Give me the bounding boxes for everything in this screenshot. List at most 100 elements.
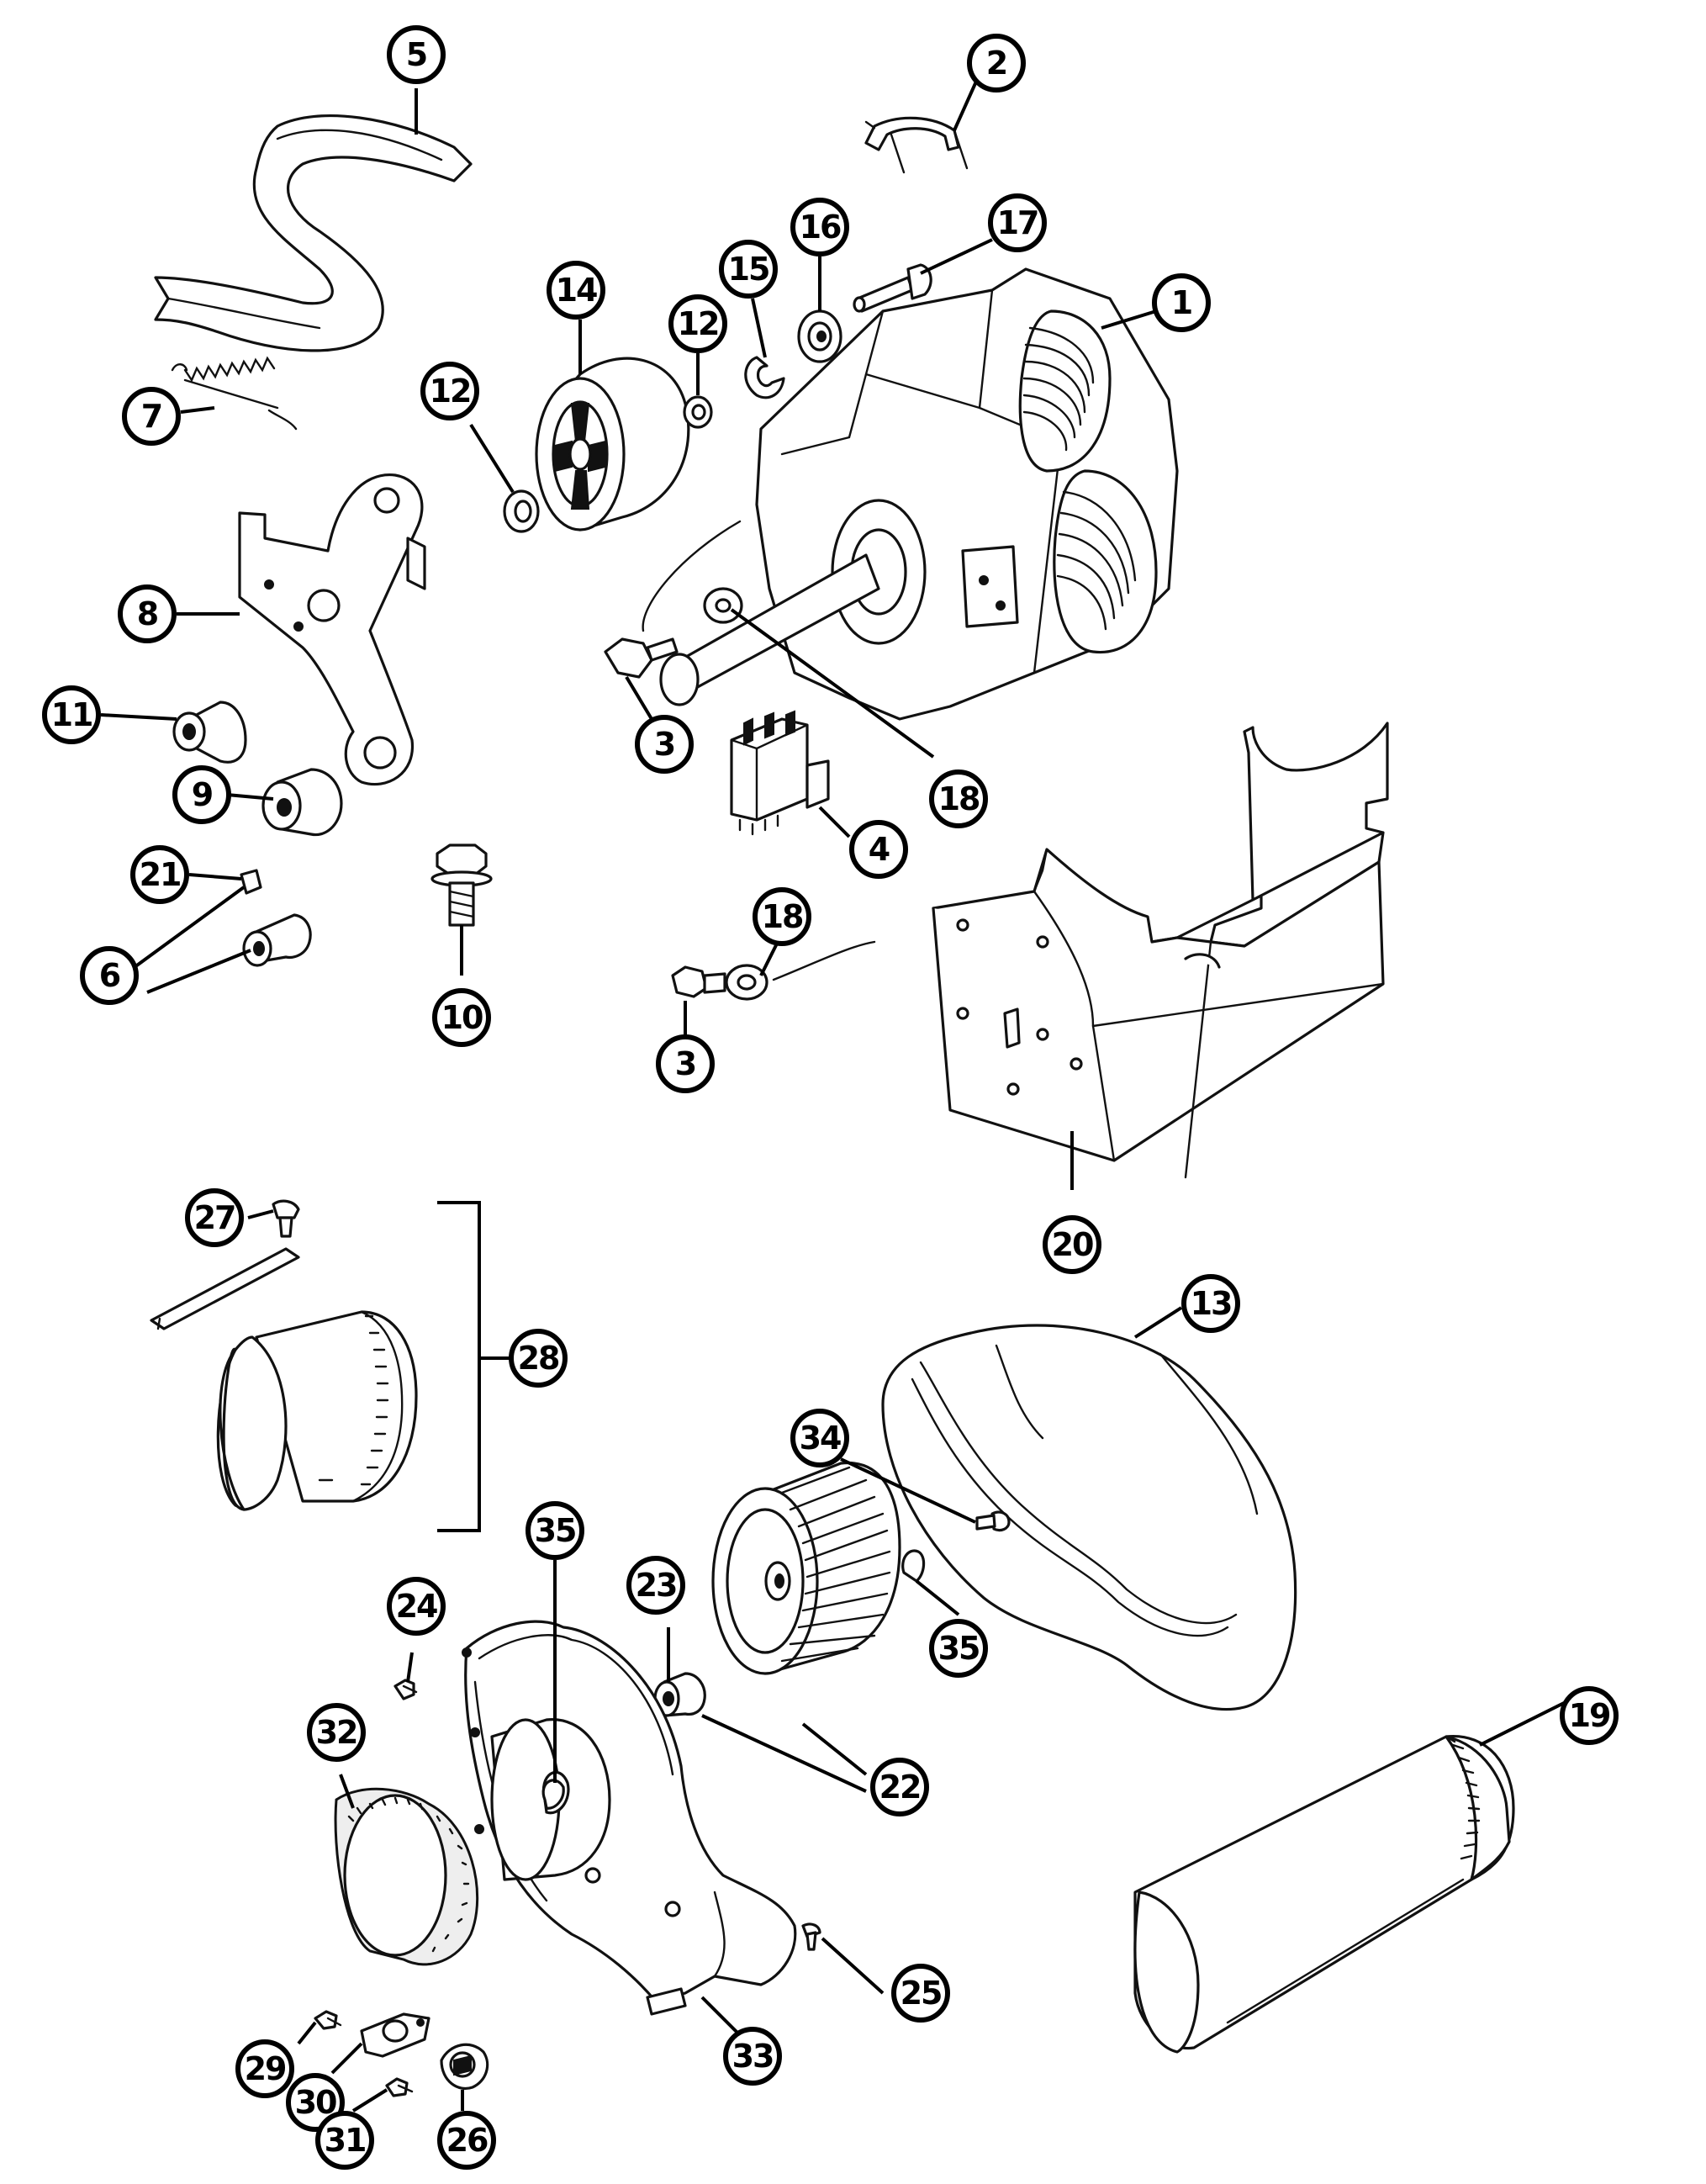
drum-belt-part-13 — [881, 1324, 1297, 1711]
terminal-block-part-4 — [730, 710, 830, 836]
idler-pulley-part-9 — [261, 768, 343, 837]
callout-14: 14 — [547, 261, 605, 320]
callout-31: 31 — [315, 2111, 374, 2170]
callout-12-right: 12 — [668, 294, 727, 353]
hub-part-23 — [653, 1672, 706, 1717]
clip-part-35-center — [541, 1779, 565, 1810]
callout-19: 19 — [1560, 1686, 1619, 1745]
exhaust-duct-part-19 — [1133, 1735, 1515, 2054]
callout-2: 2 — [967, 34, 1026, 93]
callout-35-center: 35 — [526, 1501, 584, 1560]
callout-24: 24 — [387, 1577, 446, 1636]
callout-28: 28 — [509, 1329, 568, 1388]
callout-16: 16 — [790, 198, 849, 256]
svg-text:23: 23 — [636, 1567, 677, 1604]
callout-34: 34 — [790, 1409, 849, 1467]
svg-text:28: 28 — [518, 1340, 559, 1377]
svg-text:35: 35 — [535, 1512, 576, 1549]
screw-part-25 — [801, 1922, 821, 1951]
blower-assembly-part-28 — [150, 1247, 418, 1511]
blower-housing-part-33 — [462, 1620, 797, 2016]
svg-text:20: 20 — [1052, 1226, 1093, 1263]
svg-text:18: 18 — [938, 780, 980, 817]
svg-text:24: 24 — [396, 1588, 437, 1625]
callout-7: 7 — [122, 387, 181, 446]
svg-text:35: 35 — [938, 1630, 980, 1667]
clip-part-2 — [864, 116, 969, 174]
callout-25: 25 — [891, 1964, 950, 2023]
blower-wheel-part-22 — [711, 1461, 901, 1675]
hex-bolt-part-3-lower — [671, 965, 726, 998]
screw-part-29 — [314, 2010, 342, 2030]
seal-ring-part-32 — [334, 1787, 479, 1966]
svg-text:6: 6 — [99, 957, 120, 994]
spring-part-7 — [171, 356, 298, 431]
svg-text:14: 14 — [556, 272, 597, 309]
svg-text:8: 8 — [137, 595, 158, 632]
svg-text:12: 12 — [430, 373, 471, 410]
svg-text:33: 33 — [732, 2038, 774, 2075]
callout-8: 8 — [118, 584, 177, 643]
callout-9: 9 — [172, 765, 231, 824]
svg-text:26: 26 — [446, 2122, 488, 2159]
motor-pulley-part-14 — [535, 357, 690, 531]
svg-text:21: 21 — [140, 856, 181, 893]
leader-lines — [100, 73, 1565, 2113]
svg-text:17: 17 — [997, 204, 1038, 241]
washer-part-12-right — [683, 395, 713, 429]
callout-15: 15 — [719, 240, 778, 299]
svg-text:22: 22 — [879, 1769, 921, 1806]
svg-text:1: 1 — [1171, 284, 1191, 321]
callout-4: 4 — [849, 820, 908, 879]
motor-mount-bracket-part-20 — [932, 722, 1389, 1179]
callout-33: 33 — [723, 2027, 782, 2086]
callout-11: 11 — [42, 685, 101, 744]
svg-text:7: 7 — [141, 398, 161, 435]
svg-text:12: 12 — [678, 305, 719, 342]
ground-wire-part-18-lower — [725, 940, 876, 1001]
svg-text:3: 3 — [675, 1045, 695, 1082]
callout-17: 17 — [988, 193, 1047, 252]
retaining-ring-part-15 — [744, 356, 785, 399]
hex-bolt-part-3-upper — [604, 637, 679, 679]
svg-text:31: 31 — [325, 2122, 366, 2159]
svg-text:16: 16 — [800, 209, 841, 246]
callout-10: 10 — [432, 988, 491, 1047]
drive-belt-part-5 — [154, 114, 473, 352]
svg-text:18: 18 — [762, 898, 803, 935]
callout-22: 22 — [870, 1758, 929, 1816]
svg-text:32: 32 — [316, 1714, 357, 1751]
callout-12-left: 12 — [420, 362, 479, 420]
svg-text:25: 25 — [901, 1975, 942, 2012]
callout-3-upper: 3 — [635, 715, 694, 774]
washer-part-12-left — [503, 489, 540, 533]
callout-3-lower: 3 — [656, 1034, 715, 1093]
callout-21: 21 — [130, 845, 189, 904]
callout-18-upper: 18 — [929, 769, 988, 828]
clip-part-35-right — [901, 1549, 926, 1583]
svg-text:29: 29 — [245, 2050, 286, 2087]
svg-text:13: 13 — [1191, 1285, 1232, 1322]
svg-text:34: 34 — [800, 1420, 841, 1457]
callout-6: 6 — [80, 946, 139, 1005]
callout-13: 13 — [1181, 1274, 1240, 1333]
svg-text:9: 9 — [192, 776, 213, 813]
bolt-part-10 — [430, 843, 493, 927]
screw-part-24 — [393, 1679, 418, 1700]
svg-text:11: 11 — [51, 696, 92, 733]
callout-29: 29 — [235, 2039, 294, 2098]
assembly-bracket — [437, 1201, 481, 1532]
svg-text:27: 27 — [194, 1199, 235, 1236]
callout-23: 23 — [626, 1556, 685, 1615]
ground-wire-part-18 — [642, 520, 743, 632]
screw-part-27 — [272, 1199, 300, 1238]
nut-part-21 — [240, 869, 262, 895]
svg-text:5: 5 — [406, 36, 426, 73]
svg-text:19: 19 — [1569, 1697, 1610, 1734]
screw-part-17 — [853, 263, 932, 313]
screw-part-34 — [975, 1510, 1011, 1532]
svg-text:4: 4 — [869, 831, 890, 868]
svg-text:2: 2 — [986, 45, 1006, 82]
callout-18-lower: 18 — [753, 887, 811, 946]
